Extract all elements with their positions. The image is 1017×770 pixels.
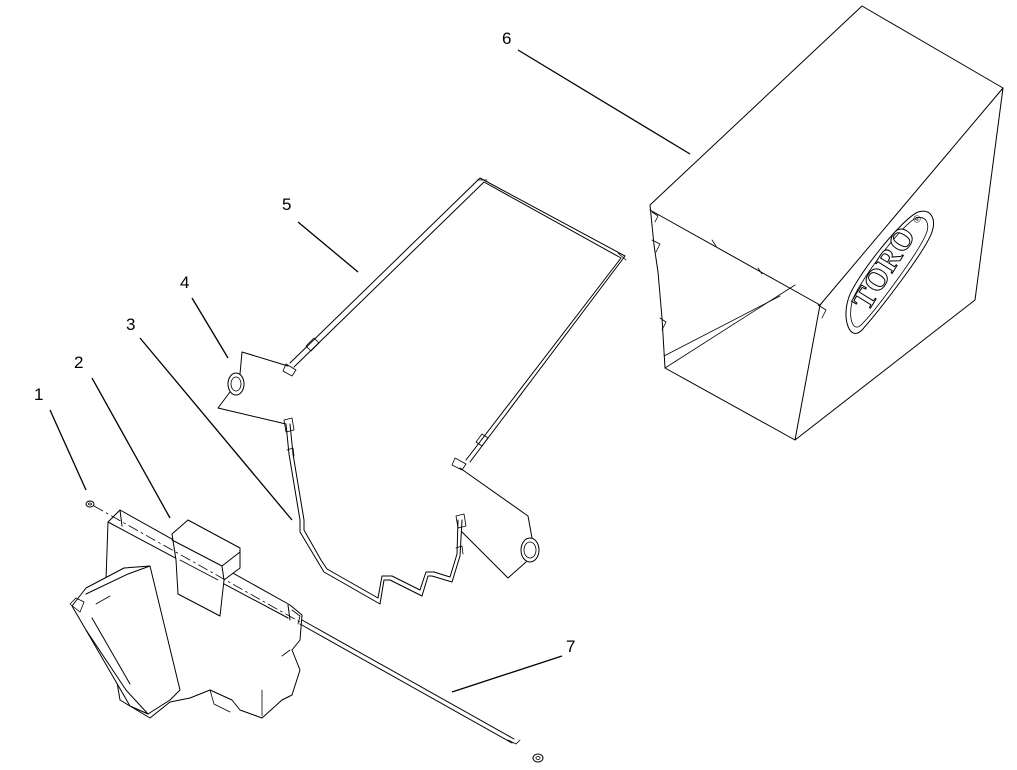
part-3-lower-frame (283, 417, 467, 605)
callout-label-4: 4 (180, 273, 189, 292)
part-4-spring-right (459, 467, 540, 579)
part-7-rod (93, 505, 544, 763)
callout-1: 1 (34, 385, 87, 491)
part-1-nut (85, 500, 95, 508)
callout-label-7: 7 (566, 637, 575, 656)
part-5-frame (282, 177, 627, 471)
part-2-housing (69, 509, 303, 719)
callout-5: 5 (282, 195, 359, 273)
callout-label-6: 6 (502, 29, 511, 48)
callout-4: 4 (180, 273, 229, 359)
callout-label-1: 1 (34, 385, 43, 404)
callout-label-3: 3 (126, 315, 135, 334)
callout-7: 7 (451, 637, 575, 693)
callout-label-2: 2 (74, 353, 83, 372)
callout-6: 6 (502, 29, 691, 155)
part-4-spring-left (217, 351, 289, 425)
callout-3: 3 (126, 315, 293, 521)
callout-label-5: 5 (282, 195, 291, 214)
part-6-grass-bag: TORO ® (649, 5, 1004, 441)
callout-2: 2 (74, 353, 171, 519)
